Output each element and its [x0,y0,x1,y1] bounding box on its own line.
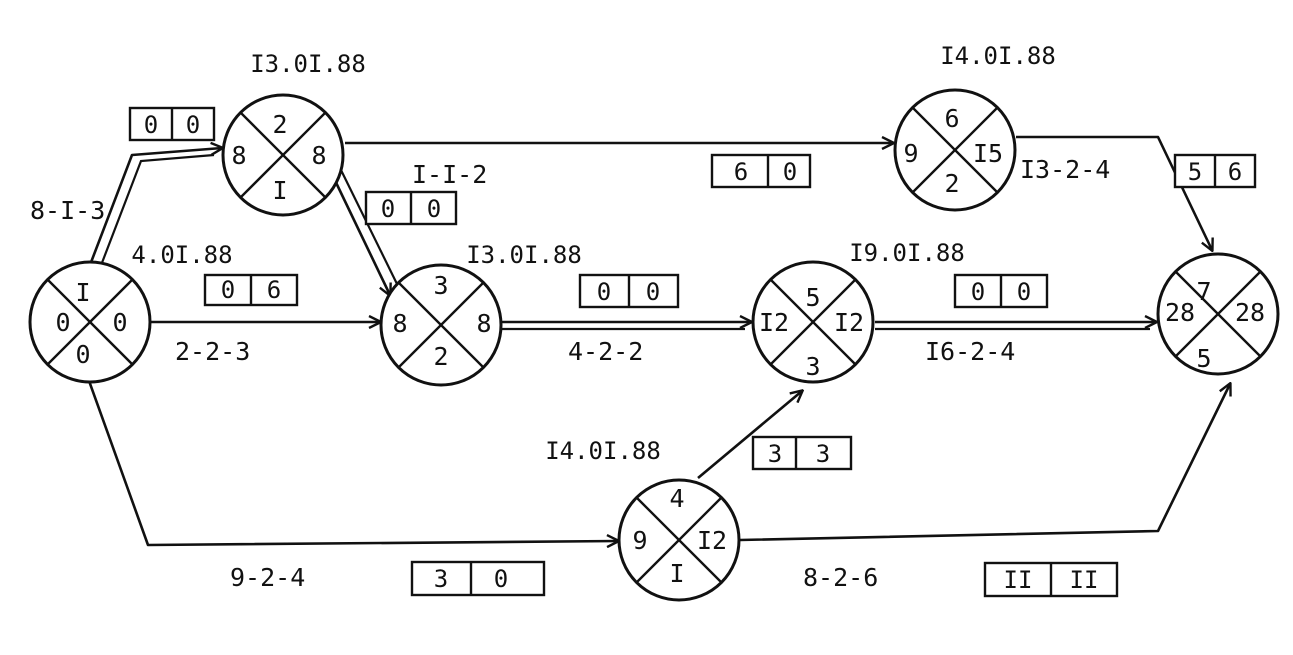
edge-2-3-box: 0 0 [364,190,458,226]
edge-2-3-label: I-I-2 [412,160,487,189]
node-1: I 0 0 0 [28,260,152,384]
edge-1-3-date: 4.0I.88 [131,241,232,269]
node-6-left: 9 [903,139,918,168]
edge-2-3-box-left: 0 [381,195,395,223]
node-7: 7 28 28 5 [1156,252,1280,376]
edge-1-2-box: 0 0 [128,106,216,142]
edge-1-2-label: 8-I-3 [30,196,105,225]
node-5-bottom: 3 [805,352,820,381]
node-1-top: I [75,278,90,307]
edge-4-5-box-right: 3 [816,440,830,468]
edge-1-3-box-right: 6 [267,276,281,304]
edge-4-7-box: II II [983,561,1119,598]
node-5-left: I2 [759,308,789,337]
edge-2-6-box-left: 6 [734,158,748,186]
edge-3-5-box-left: 0 [597,278,611,306]
edge-6-7 [1016,135,1212,250]
edge-2-6-box: 6 0 [710,153,812,189]
node-7-left: 28 [1165,298,1195,327]
node-3-left: 8 [392,309,407,338]
edge-1-2-box-left: 0 [144,111,158,139]
edge-1-4-box: 3 0 [410,560,546,597]
edge-2-3-box-right: 0 [427,195,441,223]
edge-1-3-box-left: 0 [221,276,235,304]
node-3-bottom: 2 [433,342,448,371]
node-5: 5 I2 I2 3 I9.0I.88 [751,239,965,384]
edge-5-7 [875,322,1156,331]
edge-4-5 [697,391,802,479]
edge-1-3-label: 2-2-3 [175,337,250,366]
edge-3-5-box: 0 0 [578,273,680,309]
node-3-date: I3.0I.88 [466,241,582,269]
node-7-right: 28 [1235,298,1265,327]
edge-4-7 [739,384,1230,542]
node-1-right: 0 [112,308,127,337]
node-3-top: 3 [433,271,448,300]
edge-1-3-box: 0 6 [203,273,299,307]
node-7-top: 7 [1196,277,1211,306]
node-2: 2 8 8 I I3.0I.88 [221,50,366,217]
edge-1-4-box-left: 3 [434,565,448,593]
node-2-left: 8 [231,141,246,170]
edge-2-3 [328,167,399,295]
node-1-bottom: 0 [75,340,90,369]
node-4-right: I2 [697,526,727,555]
node-5-top: 5 [805,283,820,312]
node-2-bottom: I [272,176,287,205]
node-3: 3 8 8 2 I3.0I.88 [379,241,582,387]
node-4-left: 9 [632,526,647,555]
edge-4-7-box-right: II [1070,566,1099,594]
node-6-top: 6 [944,104,959,133]
edge-4-7-box-left: II [1004,566,1033,594]
edge-6-7-box-right: 6 [1228,158,1242,186]
edge-4-5-box: 3 3 [751,435,853,471]
node-4-bottom: I [669,559,684,588]
edge-6-7-box: 5 6 [1173,153,1257,189]
edge-5-7-box-right: 0 [1017,278,1031,306]
node-6-date: I4.0I.88 [940,42,1056,70]
node-3-right: 8 [476,309,491,338]
node-6-bottom: 2 [944,169,959,198]
edge-1-4-box-right: 0 [494,565,508,593]
edge-6-7-box-left: 5 [1188,158,1202,186]
edge-1-4-label: 9-2-4 [230,563,305,592]
edge-2-6-box-right: 0 [783,158,797,186]
edge-4-5-box-left: 3 [768,440,782,468]
edge-6-7-label: I3-2-4 [1020,155,1110,184]
edge-3-5 [500,322,751,331]
node-4: 4 9 I2 I I4.0I.88 [545,437,741,602]
node-4-top: 4 [669,484,684,513]
node-6-right: I5 [973,139,1003,168]
edge-3-5-label: 4-2-2 [568,337,643,366]
edge-5-7-box: 0 0 [953,273,1049,309]
node-2-date: I3.0I.88 [250,50,366,78]
edge-5-7-label: I6-2-4 [925,337,1015,366]
edge-1-2 [88,148,222,269]
edge-1-4 [86,377,618,545]
node-4-date: I4.0I.88 [545,437,661,465]
edge-5-7-box-left: 0 [971,278,985,306]
edge-1-2-box-right: 0 [186,111,200,139]
node-2-top: 2 [272,110,287,139]
edge-4-7-label: 8-2-6 [803,563,878,592]
node-1-left: 0 [55,308,70,337]
node-5-date: I9.0I.88 [849,239,965,267]
node-5-right: I2 [834,308,864,337]
node-6: 6 9 I5 2 I4.0I.88 [893,42,1056,212]
edge-3-5-box-right: 0 [646,278,660,306]
node-7-bottom: 5 [1196,344,1211,373]
node-2-right: 8 [311,141,326,170]
